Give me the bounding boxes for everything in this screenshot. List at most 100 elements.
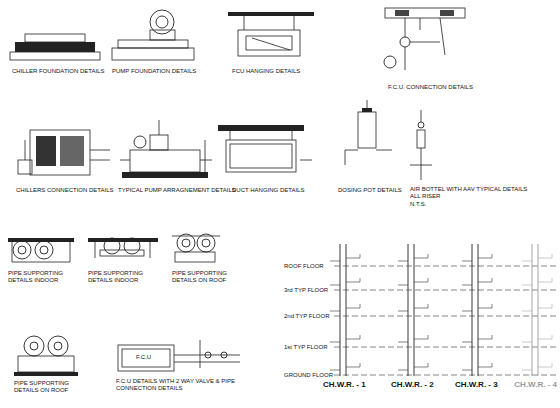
pipe-line	[95, 242, 96, 258]
pipe-line	[421, 110, 422, 122]
detail-outline	[15, 42, 95, 52]
pipe-line	[150, 242, 151, 258]
floor-name: GROUND FLOOR	[284, 372, 333, 379]
detail-outline	[36, 136, 56, 166]
detail-outline	[118, 345, 174, 371]
detail-outline	[385, 8, 465, 18]
detail-outline	[130, 150, 200, 172]
riser-pipe	[346, 244, 347, 376]
detail-outline	[358, 112, 376, 148]
pipe-symbol	[150, 10, 174, 34]
pipe-line	[345, 150, 358, 151]
detail-caption: CHILLERS CONNECTION DETAILS	[16, 187, 114, 194]
branch-pipe	[330, 278, 360, 285]
pipe-line	[252, 38, 290, 50]
detail-outline	[150, 135, 168, 150]
detail-outline	[122, 172, 208, 178]
detail-outline	[25, 34, 85, 42]
detail-caption: DOSING POT DETAILS	[338, 187, 402, 194]
branch-pipe	[398, 335, 428, 342]
detail-caption: F.C.U DETAILS WITH 2 WAY VALVE & PIPE CO…	[116, 378, 236, 392]
pipe-line	[174, 362, 240, 363]
pipe-symbol	[30, 342, 38, 350]
detail-outline	[10, 52, 100, 60]
riser-tag: CH.W.R. - 1	[323, 380, 366, 389]
riser-tag: CH.W.R. - 3	[455, 380, 498, 389]
detail-caption: F.C.U. CONNECTION DETAILS	[388, 84, 473, 91]
pipe-line	[12, 242, 13, 262]
branch-pipe	[398, 278, 428, 285]
pipe-line	[376, 150, 392, 151]
detail-caption: PIPE SUPPORTING DETAILS ON ROOF	[14, 380, 88, 394]
floor-name: 1st TYP FLOOR	[284, 344, 327, 351]
pipe-symbol	[54, 342, 62, 350]
pipe-line	[25, 140, 26, 160]
riser-pipe	[538, 244, 539, 376]
branch-pipe	[462, 304, 492, 311]
pipe-line	[159, 120, 160, 135]
riser-pipe	[472, 244, 473, 376]
pipe-symbol	[18, 246, 26, 254]
riser-pipe	[532, 244, 533, 376]
floor-line	[334, 266, 558, 267]
pipe-line	[90, 150, 110, 151]
pipe-symbol	[418, 122, 424, 128]
detail-outline	[175, 252, 215, 262]
floor-line	[334, 290, 558, 291]
detail-caption: PUMP FOUNDATION DETAILS	[112, 68, 196, 75]
pipe-line	[90, 160, 110, 161]
branch-pipe	[462, 254, 492, 261]
riser-pipe	[340, 244, 341, 376]
detail-outline	[100, 250, 144, 256]
branch-pipe	[398, 254, 428, 261]
detail-outline	[60, 136, 84, 166]
detail-outline	[14, 372, 78, 376]
pipe-line	[405, 18, 406, 37]
pipe-symbol	[202, 239, 210, 247]
detail-caption: PIPE SUPPORTING DETAILS INDOOR	[8, 270, 80, 284]
scale-note: N.T.S.	[410, 201, 426, 208]
floor-line	[334, 316, 558, 317]
pipe-symbol	[177, 234, 195, 252]
floor-line	[334, 347, 558, 348]
pipe-line	[345, 150, 346, 165]
detail-outline	[88, 238, 158, 242]
branch-pipe	[330, 335, 360, 342]
pipe-symbol	[134, 136, 146, 148]
detail-outline	[440, 10, 454, 16]
detail-outline	[238, 30, 300, 56]
pipe-line	[420, 18, 421, 30]
branch-pipe	[522, 278, 552, 285]
pipe-line	[200, 340, 201, 368]
pipe-line	[70, 242, 71, 262]
riser-tag: CH.W.R. - 4	[514, 380, 557, 389]
pipe-symbol	[156, 16, 168, 28]
detail-caption: TYPICAL PUMP ARRAGNEMENT DETAILS	[118, 187, 236, 194]
pipe-line	[120, 160, 130, 161]
floor-name: 3rd TYP FLOOR	[284, 287, 328, 294]
pipe-symbol	[124, 238, 140, 254]
unit-label: F.C.U	[136, 354, 151, 361]
branch-pipe	[462, 278, 492, 285]
pipe-symbol	[48, 336, 68, 356]
detail-outline	[112, 48, 194, 60]
pipe-symbol	[35, 241, 53, 259]
detail-outline	[18, 160, 32, 174]
floor-name: 2nd TYP FLOOR	[284, 313, 329, 320]
pipe-line	[172, 236, 220, 237]
branch-pipe	[522, 363, 552, 370]
pipe-line	[367, 100, 368, 108]
detail-outline	[218, 125, 304, 131]
detail-outline	[246, 36, 292, 50]
floor-name: ROOF FLOOR	[284, 263, 324, 270]
branch-pipe	[522, 304, 552, 311]
pipe-line	[440, 18, 445, 55]
pipe-line	[294, 16, 295, 30]
branch-pipe	[330, 363, 360, 370]
detail-outline	[118, 40, 188, 48]
pipe-symbol	[104, 238, 120, 254]
detail-caption: PIPE SUPPORTING DETAILS INDOOR	[88, 270, 160, 284]
pipe-line	[292, 131, 293, 140]
branch-pipe	[398, 304, 428, 311]
